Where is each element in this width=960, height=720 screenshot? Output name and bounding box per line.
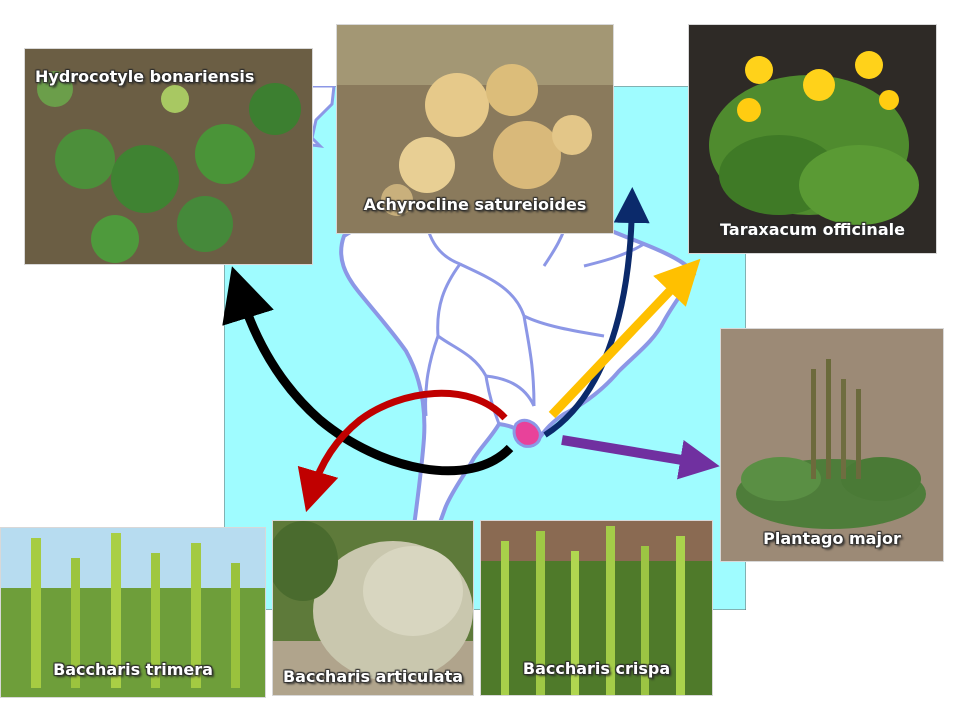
photo-taraxacum: Taraxacum officinale <box>688 24 937 254</box>
photo-plantago: Plantago major <box>720 328 944 562</box>
photo-baccharis-trimera: Baccharis trimera <box>0 527 266 698</box>
baccharis-articulata-plant-icon <box>273 521 473 695</box>
species-label: Achyrocline satureioides <box>363 195 587 214</box>
species-label: Baccharis crispa <box>522 659 671 678</box>
curved-arrow-icon <box>222 266 514 476</box>
achyrocline-plant-icon <box>337 25 613 233</box>
curved-arrow-icon <box>543 187 650 438</box>
photo-baccharis-crispa: Baccharis crispa <box>480 520 713 696</box>
species-label: Plantago major <box>763 529 901 548</box>
species-label: Taraxacum officinale <box>720 220 905 239</box>
curved-arrow-icon <box>297 389 508 513</box>
baccharis-crispa-plant-icon <box>481 521 712 695</box>
straight-arrow-icon <box>561 435 720 480</box>
baccharis-trimera-plant-icon <box>1 528 265 697</box>
hydrocotyle-plant-icon <box>25 49 312 264</box>
species-label: Hydrocotyle bonariensis <box>35 67 255 86</box>
photo-baccharis-articulata: Baccharis articulata <box>272 520 474 696</box>
taraxacum-plant-icon <box>689 25 936 253</box>
photo-achyrocline: Achyrocline satureioides <box>336 24 614 234</box>
plantago-plant-icon <box>721 329 943 561</box>
species-label: Baccharis articulata <box>282 667 464 686</box>
straight-arrow-icon <box>548 258 701 419</box>
photo-hydrocotyle: Hydrocotyle bonariensis <box>24 48 313 265</box>
species-label: Baccharis trimera <box>53 660 213 679</box>
